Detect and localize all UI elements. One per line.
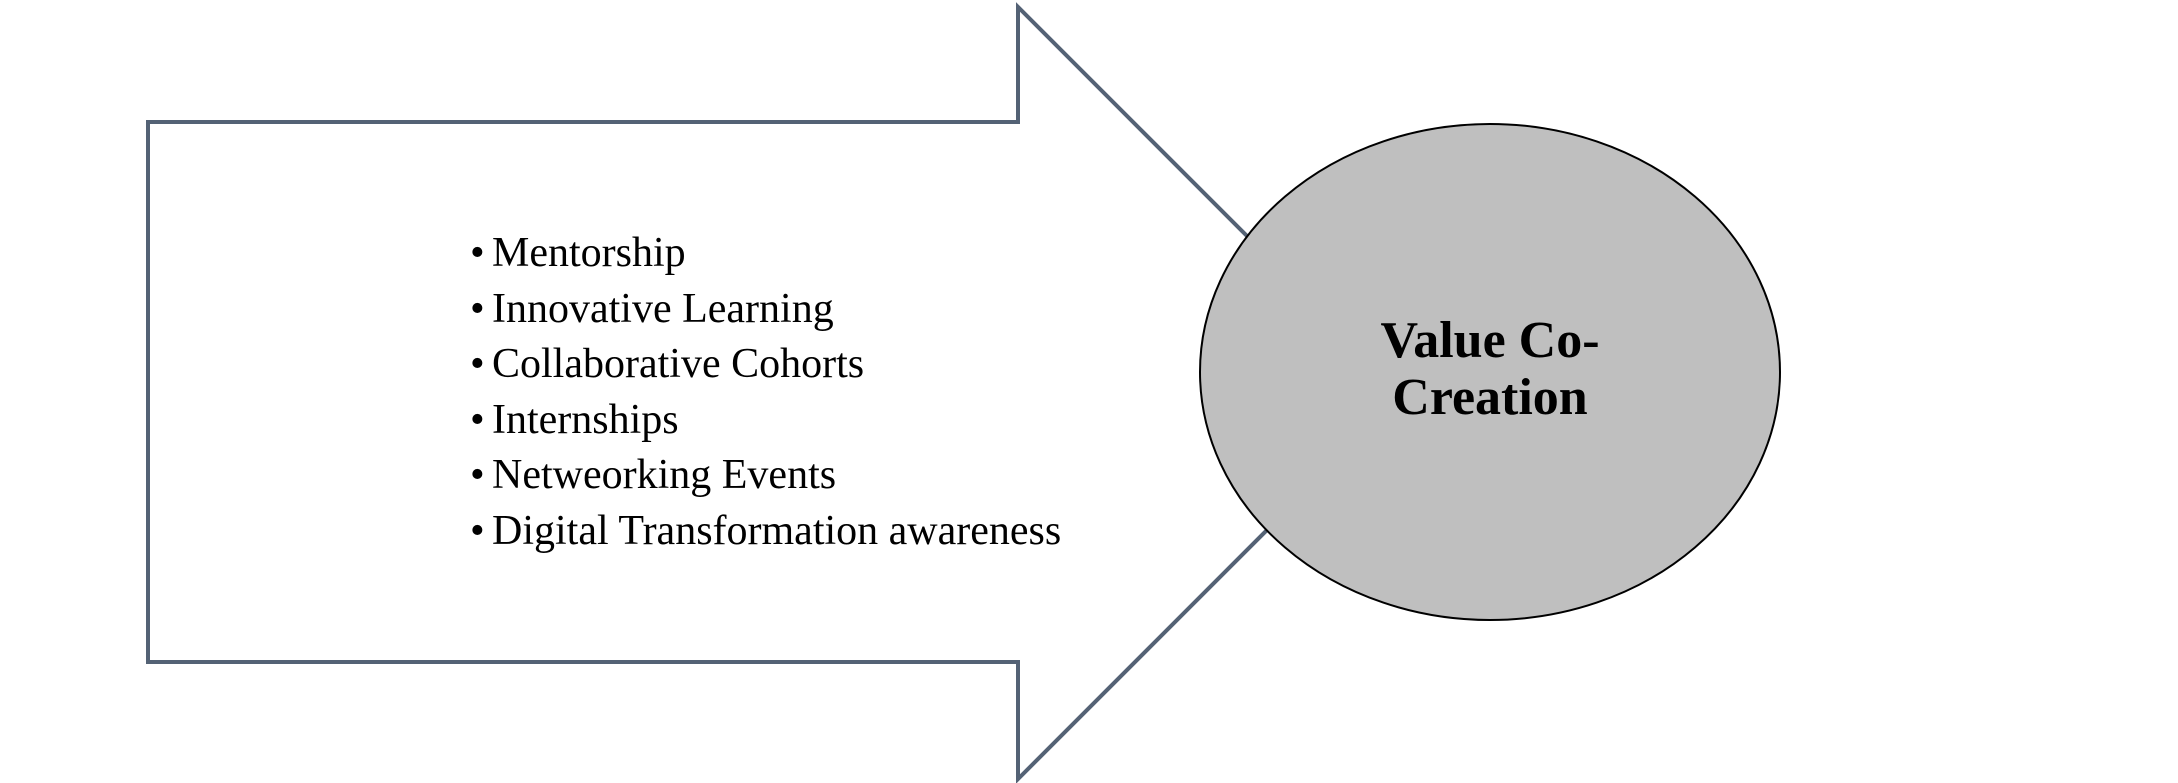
bullet-item-innovative-learning: • Innovative Learning: [470, 282, 1061, 338]
activity-bullet-list: • Mentorship • Innovative Learning • Col…: [470, 226, 1061, 560]
bullet-icon: •: [470, 285, 485, 332]
bullet-item-networking-events: • Netweorking Events: [470, 448, 1061, 504]
bullet-item-internships: • Internships: [470, 393, 1061, 449]
bullet-item-digital-transformation: • Digital Transformation awareness: [470, 504, 1061, 560]
outcome-label-line-1: Value Co-: [1380, 312, 1600, 369]
bullet-item-label: Digital Transformation awareness: [492, 507, 1062, 554]
bullet-icon: •: [470, 396, 485, 443]
bullet-item-label: Netweorking Events: [492, 452, 837, 499]
outcome-label-line-2: Creation: [1392, 369, 1588, 426]
bullet-item-label: Collaborative Cohorts: [492, 341, 865, 388]
bullet-item-collaborative-cohorts: • Collaborative Cohorts: [470, 337, 1061, 393]
bullet-icon: •: [470, 230, 485, 276]
block-arrow-shape: [146, 2, 1407, 783]
bullet-item-label: Mentorship: [492, 230, 686, 276]
bullet-icon: •: [470, 341, 485, 388]
outcome-ellipse: [1199, 123, 1781, 621]
bullet-item-mentorship: • Mentorship: [470, 226, 1061, 282]
bullet-item-label: Innovative Learning: [492, 285, 834, 332]
bullet-icon: •: [470, 507, 485, 554]
bullet-icon: •: [470, 452, 485, 499]
bullet-item-label: Internships: [492, 396, 679, 443]
outcome-label: Value Co- Creation: [1220, 312, 1760, 426]
